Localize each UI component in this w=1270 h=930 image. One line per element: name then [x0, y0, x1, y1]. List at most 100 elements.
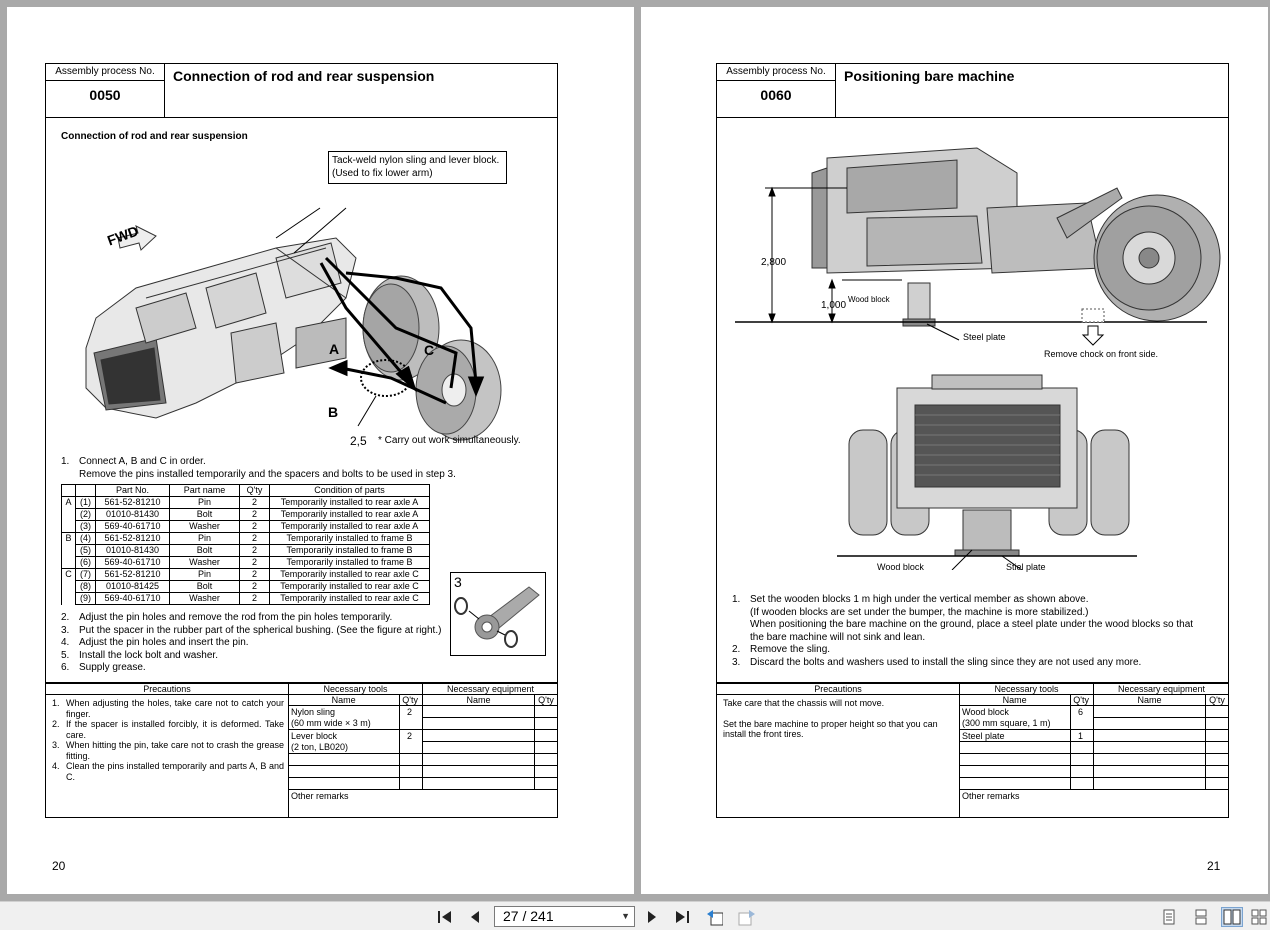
- step-number: 4.: [61, 637, 70, 648]
- single-page-icon: [1163, 909, 1175, 925]
- part-name: Bolt: [169, 508, 240, 521]
- part-index: (4): [75, 532, 96, 545]
- facing-view-button[interactable]: [1221, 907, 1243, 927]
- step-number: 1.: [732, 594, 741, 605]
- page-title: Positioning bare machine: [844, 68, 1015, 84]
- forward-view-button[interactable]: [737, 908, 755, 926]
- part-index: (7): [75, 568, 96, 581]
- step-text: When positioning the bare machine on the…: [750, 619, 1194, 630]
- part-group: [61, 520, 76, 533]
- part-index: (3): [75, 520, 96, 533]
- part-group: [61, 508, 76, 521]
- steel-plate-label: Steel plate: [963, 332, 1006, 342]
- label-b: B: [328, 404, 338, 420]
- header-box: Assembly process No. 0060 Positioning ba…: [716, 63, 1229, 118]
- precaution-item: 4.Clean the pins installed temporarily a…: [52, 761, 284, 782]
- tools-name-col: Name: [331, 695, 356, 705]
- steps-2-6: 2.Adjust the pin holes and remove the ro…: [61, 612, 441, 675]
- tool-nylon-sling-qty: 2: [407, 707, 413, 717]
- tools-name-col: Name: [1002, 695, 1027, 705]
- part-condition: Temporarily installed to rear axle A: [269, 520, 430, 533]
- step-number: [732, 607, 750, 620]
- part-number: 01010-81430: [95, 544, 170, 557]
- previous-page-button[interactable]: [466, 908, 484, 926]
- last-page-button[interactable]: [673, 908, 691, 926]
- page-number: 20: [52, 859, 66, 873]
- next-page-icon: [648, 911, 656, 923]
- precaution-item: 2.If the spacer is installed forcibly, i…: [52, 719, 284, 740]
- page-left: Assembly process No. 0050 Connection of …: [7, 7, 634, 894]
- tool-steel-plate: Steel plate: [962, 731, 1005, 741]
- first-page-button[interactable]: [436, 908, 454, 926]
- callout-box: Tack-weld nylon sling and lever block. (…: [328, 151, 507, 184]
- part-condition: Temporarily installed to frame B: [269, 556, 430, 569]
- equip-name-col: Name: [466, 695, 491, 705]
- step-text: Put the spacer in the rubber part of the…: [79, 624, 442, 636]
- page-indicator-field[interactable]: 27 / 241 ▼: [494, 906, 635, 927]
- previous-page-icon: [471, 911, 479, 923]
- part-condition: Temporarily installed to frame B: [269, 544, 430, 557]
- part-group: [61, 544, 76, 557]
- step-number: 6.: [61, 662, 70, 673]
- continuous-view-button[interactable]: [1190, 907, 1212, 927]
- continuous-facing-view-button[interactable]: [1250, 907, 1268, 927]
- step-number: 3.: [61, 624, 70, 636]
- next-page-button[interactable]: [643, 908, 661, 926]
- dim-2800: 2,800: [761, 257, 786, 268]
- steps-list: 1.Set the wooden blocks 1 m high under t…: [732, 594, 1193, 669]
- step-text: Install the lock bolt and washer.: [79, 649, 218, 661]
- tool-lever-block-qty: 2: [407, 731, 413, 741]
- first-page-icon: [438, 911, 451, 923]
- rear-suspension-figure: FWD A B C 2,5 * Carry out work simultane…: [85, 207, 521, 448]
- continuous-facing-icon: [1251, 909, 1267, 925]
- callout-line-2: (Used to fix lower arm): [332, 168, 433, 179]
- part-index: (5): [75, 544, 96, 557]
- machine-side-view-figure: 2,800 1,000 Wood block Steel plate Remov…: [735, 147, 1221, 359]
- part-condition: Temporarily installed to frame B: [269, 532, 430, 545]
- equip-name-col: Name: [1137, 695, 1162, 705]
- equipment-header: Necessary equipment: [1094, 684, 1229, 695]
- spacer-inset-figure: 3: [450, 572, 546, 656]
- machine-front-view-figure: [837, 374, 1137, 570]
- wood-block-front-label: Wood block: [877, 562, 924, 572]
- tool-wood-block: Wood block(300 mm square, 1 m): [962, 707, 1051, 728]
- wood-block-label: Wood block: [848, 295, 891, 304]
- part-qty: 2: [239, 508, 270, 521]
- step-number: 2.: [732, 644, 741, 655]
- back-view-button[interactable]: [705, 908, 723, 926]
- step-1-text: Connect A, B and C in order.: [79, 456, 206, 467]
- precaution-item: 3.When hitting the pin, take care not to…: [52, 740, 284, 761]
- part-qty: 2: [239, 556, 270, 569]
- content-box: 2,800 1,000 Wood block Steel plate Remov…: [716, 118, 1229, 683]
- part-group: A: [61, 496, 76, 509]
- part-qty: 2: [239, 580, 270, 593]
- step-item: 3. Put the spacer in the rubber part of t…: [61, 625, 441, 638]
- last-page-icon: [676, 911, 689, 923]
- step-item: 5.Install the lock bolt and washer.: [61, 650, 441, 663]
- equipment-header: Necessary equipment: [423, 684, 558, 695]
- part-condition: Temporarily installed to rear axle C: [269, 580, 430, 593]
- part-group: [61, 580, 76, 593]
- facing-page-icon: [1223, 909, 1241, 925]
- forward-view-icon: [738, 910, 755, 926]
- part-name: Washer: [169, 556, 240, 569]
- remove-chock-label: Remove chock on front side.: [1044, 349, 1158, 359]
- step-item: 3.Discard the bolts and washers used to …: [732, 657, 1193, 670]
- part-index: (1): [75, 496, 96, 509]
- tools-qty-col: Q'ty: [1073, 695, 1089, 705]
- step-item: 2.Remove the sling.: [732, 644, 1193, 657]
- page-number: 21: [1207, 859, 1221, 873]
- tools-header: Necessary tools: [289, 684, 422, 695]
- step-text: Discard the bolts and washers used to in…: [750, 656, 1142, 668]
- chevron-down-icon[interactable]: ▼: [621, 911, 630, 921]
- single-page-view-button[interactable]: [1158, 907, 1180, 927]
- step-text: Adjust the pin holes and insert the pin.: [79, 637, 249, 648]
- precautions-header: Precautions: [46, 684, 288, 695]
- part-qty: 2: [239, 532, 270, 545]
- dim-1000: 1,000: [821, 300, 846, 311]
- step-text: Supply grease.: [79, 662, 146, 673]
